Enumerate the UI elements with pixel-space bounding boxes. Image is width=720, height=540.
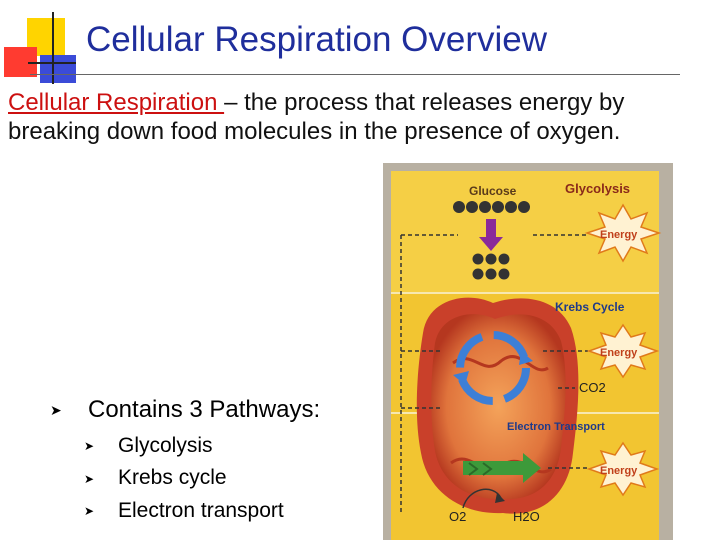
definition-text: – the process that releases energy by br… [8,89,625,145]
krebs-cycle-icon [456,331,530,405]
membrane-chevron-icon [468,462,493,476]
h2o-label: H2O [513,509,540,524]
pathway-label: Glycolysis [118,434,213,457]
main-bullet: ➤ Contains 3 Pathways: [50,396,320,424]
pyruvate-molecules-icon [472,253,510,280]
decor-horizontal-line [28,62,76,64]
cycle-arrowhead-icon [519,351,533,365]
respiration-diagram-image: Glucose Glycolysis Krebs Cycle Electron … [383,163,673,540]
list-item: ➤ Glycolysis [84,430,284,462]
energy-burst-icon: Energy [584,203,662,263]
energy-label: Energy [600,229,638,241]
arrow-bullet-icon: ➤ [84,439,95,454]
arrow-bullet-icon: ➤ [84,504,95,519]
list-item: ➤ Krebs cycle [84,462,284,494]
decor-vertical-line [52,12,54,84]
definition-term: Cellular Respiration [8,89,225,116]
list-item: ➤ Electron transport [84,495,284,527]
slide-title: Cellular Respiration Overview [86,20,547,59]
split-arrow-icon [486,219,496,237]
energy-burst-icon: Energy [586,441,660,497]
energy-label: Energy [600,347,638,359]
flow-lines [400,234,588,513]
respiration-diagram: Glucose Glycolysis Krebs Cycle Electron … [391,171,662,540]
arrow-bullet-icon: ➤ [84,471,95,486]
pathway-list: ➤ Glycolysis ➤ Krebs cycle ➤ Electron trans… [84,430,284,527]
krebs-title: Krebs Cycle [555,300,625,314]
energy-label: Energy [600,465,638,477]
title-divider [30,74,680,75]
energy-burst-icon: Energy [586,323,660,379]
definition-paragraph: Cellular Respiration – the process that … [8,88,708,146]
o2-label: O2 [449,509,466,524]
electron-transport-title: Electron Transport [507,421,605,433]
transport-arrow-icon [463,453,541,483]
arrow-bullet-icon: ➤ [50,402,62,419]
decor-blue-square [40,55,76,83]
glucose-molecules-icon [453,201,530,213]
cycle-arrowhead-icon [453,371,469,385]
split-arrowhead-icon [479,237,503,251]
pathway-label: Electron transport [118,498,284,522]
glucose-label: Glucose [469,184,517,198]
co2-label: CO2 [579,380,606,395]
main-bullet-text: Contains 3 Pathways: [88,396,321,423]
pathway-label: Krebs cycle [118,466,227,490]
glycolysis-title: Glycolysis [565,181,630,196]
oxygen-arrowhead-icon [495,493,505,503]
